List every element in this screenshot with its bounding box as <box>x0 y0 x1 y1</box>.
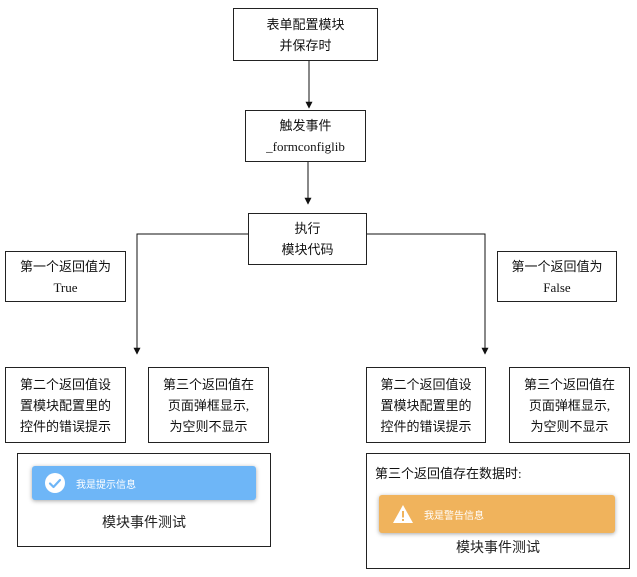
node-right-third-return: 第三个返回值在 页面弹框显示, 为空则不显示 <box>509 367 630 443</box>
node-text-line: 控件的错误提示 <box>380 418 472 434</box>
node-text-line: 第一个返回值为 <box>511 258 603 274</box>
node-text-line: 模块代码 <box>281 242 334 257</box>
warning-triangle-icon <box>392 504 414 524</box>
node-text-line: 第三个返回值在 <box>162 376 254 392</box>
warning-toast: 我是警告信息 <box>379 495 615 533</box>
node-text-line: 执行 <box>294 221 321 236</box>
node-return-true: 第一个返回值为 True <box>5 251 126 302</box>
edge-execute-to-right <box>367 233 489 355</box>
edge-execute-to-left <box>133 233 248 355</box>
check-circle-icon <box>44 472 66 494</box>
node-text-line: 第一个返回值为 <box>19 258 111 274</box>
node-left-third-return: 第三个返回值在 页面弹框显示, 为空则不显示 <box>148 367 269 443</box>
node-text-line: 控件的错误提示 <box>19 418 111 434</box>
node-execute-module-code: 执行 模块代码 <box>248 213 367 265</box>
node-text-line: 页面弹框显示, <box>167 397 250 413</box>
demo-caption: 模块事件测试 <box>102 515 186 531</box>
node-text-line: 表单配置模块 <box>266 16 345 32</box>
node-text-line: False <box>543 279 571 295</box>
toast-message: 我是提示信息 <box>76 479 136 491</box>
right-demo-panel: 第三个返回值存在数据时: 我是警告信息 模块事件测试 <box>366 453 630 569</box>
node-text-line: 第三个返回值在 <box>523 376 615 392</box>
node-text-line: 为空则不显示 <box>169 418 248 434</box>
node-form-config-saved: 表单配置模块 并保存时 <box>233 8 378 61</box>
node-text-line: 页面弹框显示, <box>528 397 611 413</box>
demo-caption: 模块事件测试 <box>456 540 540 556</box>
node-text-line: 置模块配置里的 <box>19 397 111 413</box>
node-text-line: True <box>53 279 78 295</box>
node-text-line: 置模块配置里的 <box>380 397 472 413</box>
panel-heading: 第三个返回值存在数据时: <box>375 466 522 481</box>
node-text-line: 第二个返回值设 <box>380 376 472 392</box>
node-text-line: _formconfiglib <box>266 139 345 154</box>
node-text-line: 触发事件 <box>279 118 332 133</box>
info-toast: 我是提示信息 <box>32 466 256 500</box>
node-text-line: 第二个返回值设 <box>19 376 111 392</box>
toast-message: 我是警告信息 <box>424 510 484 522</box>
node-trigger-event: 触发事件 _formconfiglib <box>245 110 366 162</box>
node-return-false: 第一个返回值为 False <box>497 251 617 302</box>
node-left-second-return: 第二个返回值设 置模块配置里的 控件的错误提示 <box>5 367 126 443</box>
node-right-second-return: 第二个返回值设 置模块配置里的 控件的错误提示 <box>366 367 486 443</box>
node-text-line: 为空则不显示 <box>530 418 609 434</box>
left-demo-panel: 我是提示信息 模块事件测试 <box>17 453 271 547</box>
node-text-line: 并保存时 <box>279 37 332 53</box>
